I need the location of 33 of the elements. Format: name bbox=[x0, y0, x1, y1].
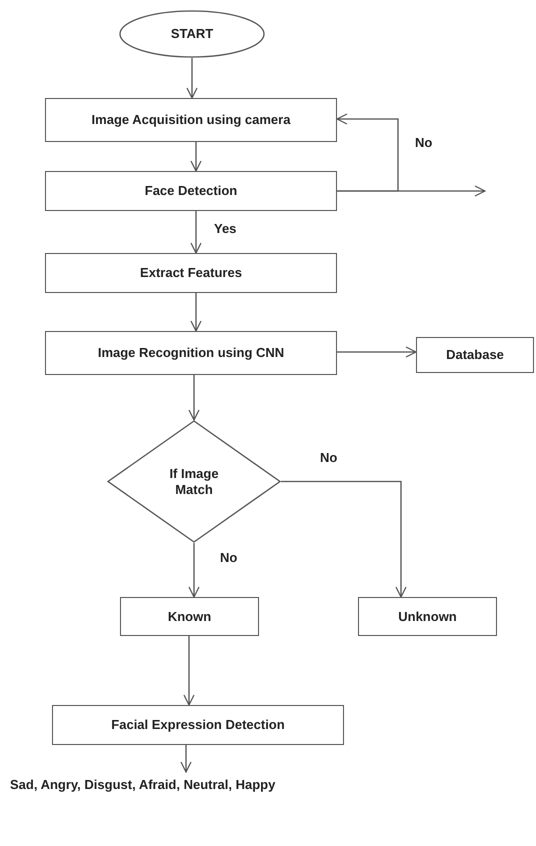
process-box bbox=[45, 253, 337, 293]
arrow bbox=[336, 113, 399, 192]
arrow bbox=[190, 211, 202, 254]
node-label: Known bbox=[168, 608, 212, 624]
node-label: Facial Expression Detection bbox=[111, 717, 285, 733]
node-label: Image Recognition using CNN bbox=[98, 345, 284, 361]
arrow bbox=[190, 293, 202, 332]
process-box bbox=[45, 98, 337, 142]
arrow bbox=[188, 375, 200, 421]
output-text: Sad, Angry, Disgust, Afraid, Neutral, Happy bbox=[10, 772, 410, 796]
process-box bbox=[358, 597, 497, 636]
process-box bbox=[52, 705, 344, 745]
process-box bbox=[120, 597, 259, 636]
arrow bbox=[186, 58, 198, 99]
node-label: Extract Features bbox=[140, 265, 242, 281]
node-label: Database bbox=[446, 347, 504, 363]
process-box bbox=[45, 171, 337, 211]
arrow bbox=[188, 543, 200, 598]
start-terminal bbox=[119, 10, 265, 58]
arrow bbox=[337, 185, 486, 197]
decision-diamond bbox=[107, 420, 281, 543]
arrow bbox=[180, 745, 192, 773]
node-label: START bbox=[170, 26, 214, 42]
node-label: Face Detection bbox=[144, 183, 238, 199]
process-box bbox=[416, 337, 534, 373]
arrow bbox=[190, 142, 202, 172]
node-label: If Image Match bbox=[168, 466, 220, 498]
arrow bbox=[183, 636, 195, 706]
process-box bbox=[45, 331, 337, 375]
arrow bbox=[337, 346, 417, 358]
arrow bbox=[281, 480, 407, 598]
node-label: Image Acquisition using camera bbox=[92, 112, 290, 128]
node-label: Unknown bbox=[398, 608, 457, 624]
